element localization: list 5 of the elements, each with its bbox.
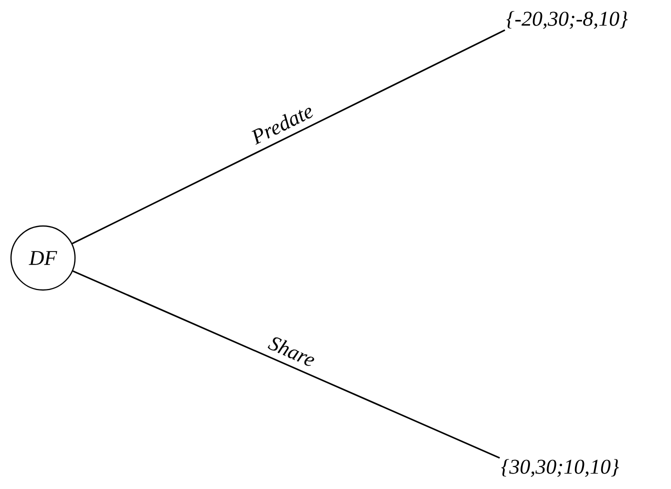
- branch-line: [72, 29, 506, 244]
- payoff-text: {30,30;10,10}: [501, 459, 619, 477]
- payoff-text: {-20,30;-8,10}: [506, 11, 628, 29]
- edge-label: Share: [268, 337, 314, 366]
- branch-line: [72, 270, 500, 459]
